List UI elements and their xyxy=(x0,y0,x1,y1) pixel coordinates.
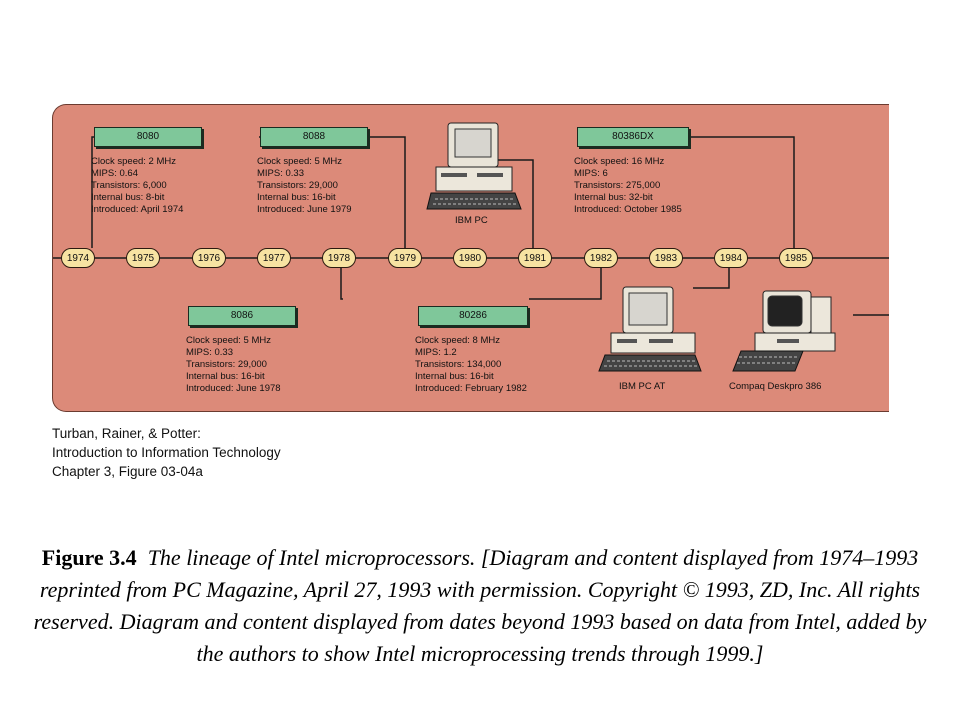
chip-label-80386dx: 80386DX xyxy=(577,127,689,147)
connector-lines xyxy=(53,122,889,372)
year-pill: 1983 xyxy=(649,248,683,268)
computer-label-ibm-pc-at: IBM PC AT xyxy=(619,381,666,392)
year-pill: 1978 xyxy=(322,248,356,268)
year-pill: 1984 xyxy=(714,248,748,268)
spec-line: Transistors: 29,000 xyxy=(186,359,267,370)
spec-line: Introduced: June 1978 xyxy=(186,383,281,394)
spec-line: Internal bus: 16-bit xyxy=(186,371,265,382)
caption-text: The lineage of Intel microprocessors. [D… xyxy=(33,545,927,666)
spec-line: Clock speed: 5 MHz xyxy=(257,156,343,167)
source-credit: Turban, Rainer, & Potter: Introduction t… xyxy=(52,424,281,481)
timeline-diagram: 1974 1975 1976 1977 1978 1979 1980 1981 … xyxy=(52,104,889,412)
caption-lead: Figure 3.4 xyxy=(41,545,137,570)
spec-line: Internal bus: 16-bit xyxy=(415,371,494,382)
chip-label-8086: 8086 xyxy=(188,306,296,326)
chip-specs-8086: Clock speed: 5 MHz MIPS: 0.33 Transistor… xyxy=(186,335,281,395)
connector-ibm-pc-at xyxy=(693,268,730,289)
spec-line: Introduced: April 1974 xyxy=(91,204,184,215)
spec-line: Internal bus: 8-bit xyxy=(91,192,165,203)
ibm-pc-illustration xyxy=(426,122,522,210)
spec-line: Introduced: February 1982 xyxy=(415,383,527,394)
spec-line: MIPS: 0.33 xyxy=(257,168,304,179)
spec-line: Clock speed: 5 MHz xyxy=(186,335,272,346)
year-pill: 1985 xyxy=(779,248,813,268)
spec-line: Internal bus: 16-bit xyxy=(257,192,336,203)
spec-line: Introduced: June 1979 xyxy=(257,204,352,215)
spec-line: Transistors: 134,000 xyxy=(415,359,502,370)
computer-label-compaq-deskpro-386: Compaq Deskpro 386 xyxy=(729,381,822,392)
spec-line: Clock speed: 8 MHz xyxy=(415,335,501,346)
year-pill: 1976 xyxy=(192,248,226,268)
connector-8086 xyxy=(340,268,343,300)
spec-line: Transistors: 29,000 xyxy=(257,180,338,191)
year-pill: 1981 xyxy=(518,248,552,268)
spec-line: Internal bus: 32-bit xyxy=(574,192,653,203)
chip-label-8088: 8088 xyxy=(260,127,368,147)
spec-line: Transistors: 275,000 xyxy=(574,180,661,191)
figure-caption: Figure 3.4 The lineage of Intel micropro… xyxy=(30,542,930,670)
spec-line: Transistors: 6,000 xyxy=(91,180,167,191)
ibm-pc-at-illustration xyxy=(598,286,702,372)
chip-specs-80286: Clock speed: 8 MHz MIPS: 1.2 Transistors… xyxy=(415,335,527,395)
spec-line: Clock speed: 16 MHz xyxy=(574,156,665,167)
chip-specs-8088: Clock speed: 5 MHz MIPS: 0.33 Transistor… xyxy=(257,156,352,216)
credit-line: Chapter 3, Figure 03-04a xyxy=(52,464,203,479)
spec-line: MIPS: 0.33 xyxy=(186,347,233,358)
spec-line: MIPS: 6 xyxy=(574,168,608,179)
year-pill: 1982 xyxy=(584,248,618,268)
spec-line: Clock speed: 2 MHz xyxy=(91,156,177,167)
compaq-deskpro-386-illustration xyxy=(732,290,836,372)
year-pill: 1977 xyxy=(257,248,291,268)
year-pill: 1974 xyxy=(61,248,95,268)
chip-specs-80386dx: Clock speed: 16 MHz MIPS: 6 Transistors:… xyxy=(574,156,682,216)
chip-label-8080: 8080 xyxy=(94,127,202,147)
chip-label-80286: 80286 xyxy=(418,306,528,326)
computer-label-ibm-pc: IBM PC xyxy=(455,215,488,226)
spec-line: MIPS: 0.64 xyxy=(91,168,138,179)
credit-line: Turban, Rainer, & Potter: xyxy=(52,426,201,441)
year-pill: 1979 xyxy=(388,248,422,268)
connector-ibm-pc xyxy=(495,159,534,248)
credit-line: Introduction to Information Technology xyxy=(52,445,281,460)
year-pill: 1975 xyxy=(126,248,160,268)
spec-line: Introduced: October 1985 xyxy=(574,204,682,215)
year-pill: 1980 xyxy=(453,248,487,268)
connector-80286 xyxy=(529,268,602,300)
spec-line: MIPS: 1.2 xyxy=(415,347,457,358)
chip-specs-8080: Clock speed: 2 MHz MIPS: 0.64 Transistor… xyxy=(91,156,183,216)
connector-80386dx xyxy=(691,136,795,248)
